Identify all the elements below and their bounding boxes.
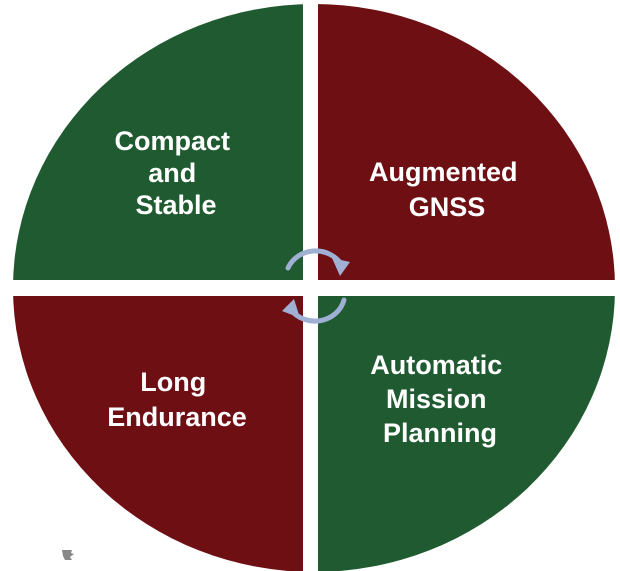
cycle-arrows-icon [282, 248, 350, 324]
quadrant-augmented-gnss [318, 4, 615, 280]
cycle-arrowhead-bottom [282, 299, 300, 318]
label-line: Augmented [369, 157, 518, 187]
label-long-endurance: Long Endurance [107, 367, 247, 432]
label-line: Automatic [370, 350, 502, 380]
label-automatic-mission-planning: Automatic Mission Planning [370, 350, 510, 448]
label-line: and [148, 158, 196, 188]
cycle-arrowhead-top [332, 258, 350, 276]
quadrant-long-endurance [13, 296, 303, 571]
label-line: Stable [135, 190, 216, 220]
label-line: Planning [383, 418, 497, 448]
label-line: Long [140, 367, 206, 397]
label-compact-and-stable: Compact and Stable [114, 126, 237, 220]
label-line: Endurance [107, 402, 247, 432]
label-augmented-gnss: Augmented GNSS [369, 157, 525, 222]
cycle-arrow-top [285, 248, 344, 271]
small-mark-icon [62, 550, 74, 560]
label-line: Mission [386, 384, 487, 414]
label-line: Compact [114, 126, 230, 156]
label-line: GNSS [409, 192, 486, 222]
